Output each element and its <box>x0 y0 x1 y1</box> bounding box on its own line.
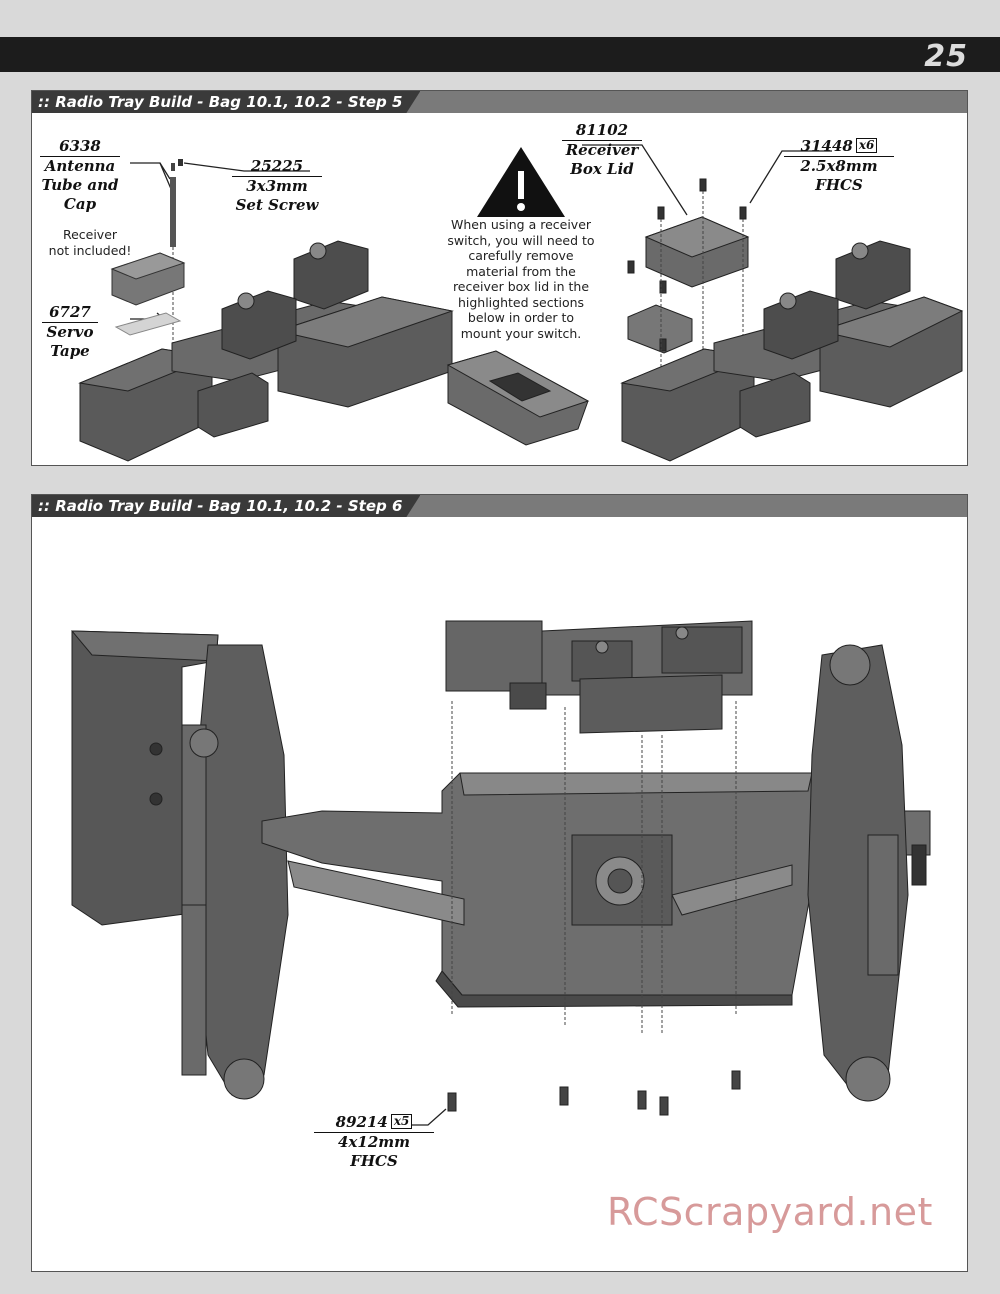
part-number-6727: 6727 <box>42 303 98 323</box>
warning-line-4: material from the <box>466 263 576 279</box>
fhcs-label-1: 2.5x8mm <box>800 157 878 175</box>
step6-title-bar: :: Radio Tray Build - Bag 10.1, 10.2 - S… <box>32 495 967 517</box>
lid-label-2: Box Lid <box>570 160 634 178</box>
warning-line-8: mount your switch. <box>460 325 582 341</box>
callout-receiver-lid: 81102 Receiver Box Lid <box>562 121 642 179</box>
part-number-6338: 6338 <box>40 137 120 157</box>
screw-number: 89214 <box>335 1113 388 1131</box>
servotape-label-1: Servo <box>46 323 94 341</box>
warning-line-6: highlighted sections <box>457 294 585 310</box>
step6-title: :: Radio Tray Build - Bag 10.1, 10.2 - S… <box>32 495 420 517</box>
callout-antenna: 6338 Antenna Tube and Cap <box>40 137 120 214</box>
receiver-note: Receiver not included! <box>34 227 146 258</box>
screw-label-2: FHCS <box>350 1152 398 1170</box>
setscrew-label-2: Set Screw <box>235 196 319 214</box>
warning-line-7: below in order to <box>467 310 575 325</box>
part-number-25225: 25225 <box>232 157 322 177</box>
step6-panel: :: Radio Tray Build - Bag 10.1, 10.2 - S… <box>31 494 968 1272</box>
step5-title: :: Radio Tray Build - Bag 10.1, 10.2 - S… <box>32 91 420 113</box>
warning-line-5: receiver box lid in the <box>452 279 590 294</box>
fhcs-label-2: FHCS <box>815 176 863 194</box>
callout-servo-tape: 6727 Servo Tape <box>42 303 98 361</box>
page-header-bar: 25 <box>0 37 1000 74</box>
part-number-81102: 81102 <box>562 121 642 141</box>
warning-line-1: When using a receiver <box>450 217 592 232</box>
callout-set-screw: 25225 3x3mm Set Screw <box>232 157 322 215</box>
step5-illustration <box>78 144 964 462</box>
antenna-label-2: Tube and <box>41 176 119 194</box>
page-number: 25 <box>924 39 968 74</box>
receiver-note-2: not included! <box>48 242 132 258</box>
fhcs-number: 31448 <box>800 137 853 155</box>
setscrew-label-1: 3x3mm <box>246 177 308 195</box>
screw-label-1: 4x12mm <box>338 1133 410 1151</box>
antenna-label-3: Cap <box>63 195 97 213</box>
watermark: RCScrapyard.net <box>607 1190 933 1234</box>
warning-note: When using a receiver switch, you will n… <box>426 217 616 341</box>
receiver-shape <box>110 252 186 306</box>
warning-icon <box>477 147 565 217</box>
servotape-label-2: Tape <box>50 342 90 360</box>
step5-panel: :: Radio Tray Build - Bag 10.1, 10.2 - S… <box>31 90 968 466</box>
step6-illustration <box>70 620 931 1126</box>
receiver-note-1: Receiver <box>62 227 118 242</box>
warning-line-3: carefully remove <box>468 248 574 263</box>
screw-qty-badge: x5 <box>390 1114 413 1129</box>
lid-label-1: Receiver <box>565 141 639 159</box>
antenna-label-1: Antenna <box>44 157 116 175</box>
warning-line-2: switch, you will need to <box>447 232 595 248</box>
step5-title-bar: :: Radio Tray Build - Bag 10.1, 10.2 - S… <box>32 91 967 113</box>
fhcs-qty-badge: x6 <box>855 138 878 153</box>
